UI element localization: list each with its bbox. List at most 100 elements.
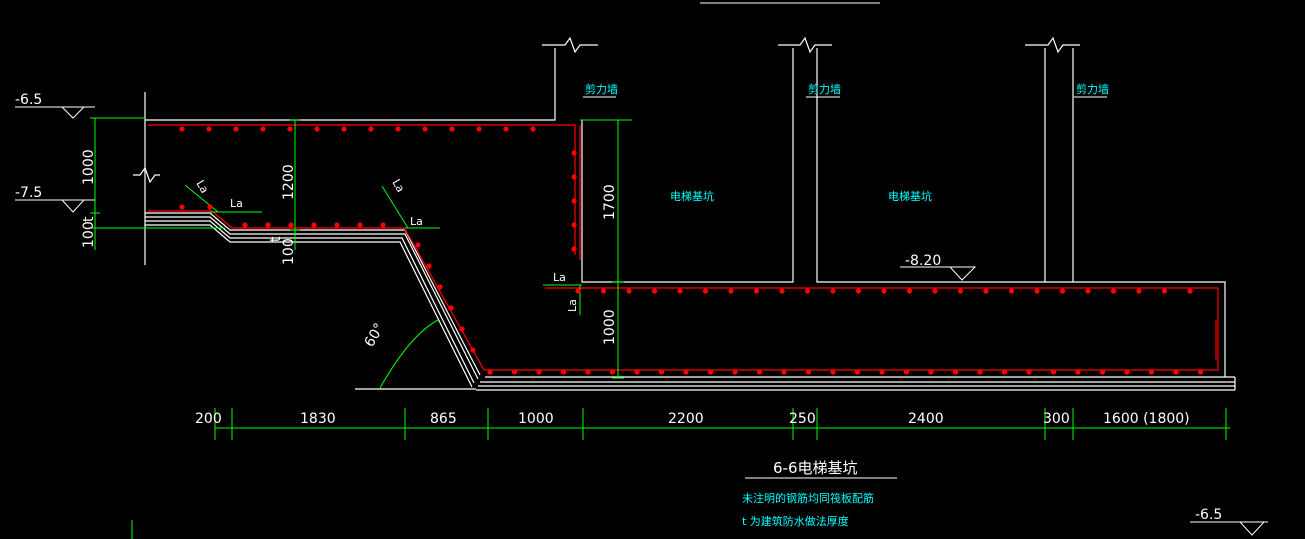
rebar-dot [1085,288,1091,294]
rebar-dot [530,126,536,132]
rebar-dot [952,369,959,375]
rebar-dot [449,126,455,132]
level-label-bottom-right: -6.5 [1195,507,1222,523]
note-line-2: t 为建筑防水做法厚度 [742,514,849,528]
rebar-dot [855,288,862,294]
shear-wall-label-2: 剪力墙 [808,82,841,96]
rebar-dot [1001,369,1008,375]
rebar-dot [651,288,658,294]
rebar-dot [1136,288,1142,294]
rebar-dot [1148,369,1155,375]
rebar-dot [1059,288,1066,294]
level-markers [15,106,1268,536]
rebar-dot [756,369,763,375]
rebar-dot [626,288,632,294]
anchor-la-3: La [389,177,407,195]
rebar-dot [928,369,934,375]
rebar-dot [571,198,577,204]
rebar-dot [571,246,577,252]
rebar-dot [658,369,665,375]
rebar-dot [932,288,938,294]
structure-outline [133,36,1236,391]
rebar-dot [368,126,374,132]
rebar-dot [1050,369,1057,375]
shear-wall-label-1: 剪力墙 [585,82,618,96]
rebar-dot [1034,288,1040,294]
rebar-dot [702,288,709,294]
dimension-lines [90,117,1230,539]
dim-pit-1700: 1700 [602,184,618,220]
rebar-dot [265,222,271,228]
rebar-dot [1187,288,1193,294]
rebar-dot [314,126,320,132]
dim-pit-1000: 1000 [602,309,618,345]
rebar-dot [575,288,581,294]
rebar-dot [357,222,363,228]
rebar-dot [395,126,401,132]
anchor-la-4: La [410,215,423,228]
dim-angle: 60° [362,320,388,350]
rebar-dots [179,126,1204,375]
rebar-dot [804,288,811,294]
rebar-dot [571,174,577,180]
dim-bottom-3: 1000 [518,411,554,427]
rebar-dot [600,288,607,294]
dim-left-1000: 1000 [81,149,97,185]
rebar-dot [260,126,266,132]
rebar-dot [242,222,248,228]
dim-mid-100: 100 [281,238,297,265]
rebar-dot [1110,288,1117,294]
rebar-dot [779,288,785,294]
rebar-dot [511,369,518,375]
drawing-title: 6-6电梯基坑 [773,459,858,477]
rebar-dot [179,204,185,210]
dim-bottom-0: 200 [195,411,222,427]
dim-bottom-7: 300 [1043,411,1070,427]
rebar-dot [677,288,683,294]
anchor-la-2: La [230,197,243,210]
rebar-dot [487,369,493,375]
rebar-dot [683,369,689,375]
rebar-dot [415,242,421,248]
dim-mid-t: t [268,236,284,242]
rebar-dot [536,369,542,375]
pit-label-1: 电梯基坑 [670,189,714,203]
rebar-dot [830,288,836,294]
rebar-dot [977,369,983,375]
rebar-dot [957,288,964,294]
rebar-dot [206,126,212,132]
rebar-dot [476,126,482,132]
level-label-mid-left: -7.5 [15,185,42,201]
rebar-dot [437,284,443,290]
rebar-dot [854,369,861,375]
rebar-dot [781,369,787,375]
rebar-dot [470,347,476,353]
anchor-la-1: La [193,178,211,196]
rebar-dot [459,326,465,332]
rebar-dot [753,288,760,294]
dim-bottom-4: 2200 [668,411,704,427]
rebar-dot [334,222,340,228]
rebar-dot [1197,369,1204,375]
rebar-dot [1161,288,1168,294]
rebar-dot [879,369,885,375]
rebar-dot [422,126,428,132]
rebar-dot [830,369,836,375]
rebar-dot [1124,369,1130,375]
note-line-1: 未注明的钢筋均同筏板配筋 [742,491,874,505]
rebar-dot [311,222,317,228]
rebar-dot [903,369,910,375]
rebar-dot [983,288,989,294]
dim-bottom-2: 865 [430,411,457,427]
rebar-dot [906,288,913,294]
rebar-dot [207,204,213,210]
level-label-pit: -8.20 [905,253,941,269]
dim-bottom-6: 2400 [908,411,944,427]
pit-label-2: 电梯基坑 [888,189,932,203]
rebar-dot [1008,288,1015,294]
rebar-dot [1173,369,1179,375]
rebar-dot [881,288,887,294]
dim-mid-1200: 1200 [281,164,297,200]
rebar-dot [341,126,347,132]
